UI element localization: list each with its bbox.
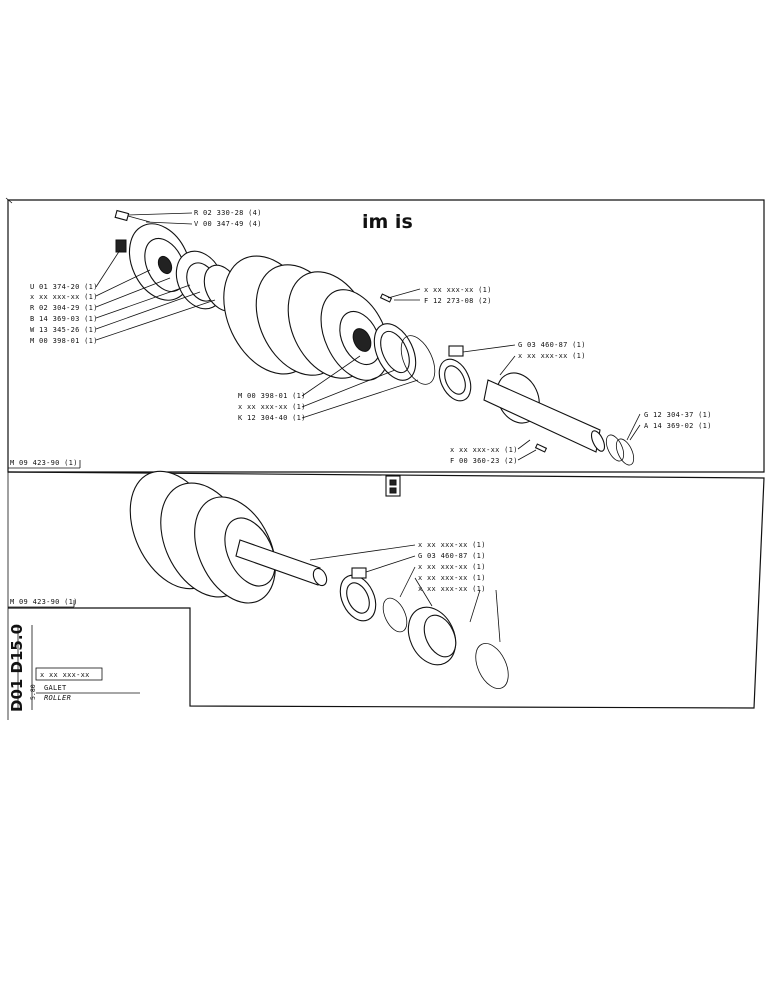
lower-assembly — [129, 470, 509, 689]
label-xx-h: x xx xxx-xx (1) — [418, 574, 486, 582]
lower-frame — [7, 471, 765, 709]
label-g12304: G 12 304-37 (1) — [644, 411, 712, 419]
label-u01374: U 01 374-20 (1) — [30, 283, 98, 291]
label-m00398-b: M 00 398-01 (1) — [238, 392, 306, 400]
label-b14369: B 14 369-03 (1) — [30, 315, 98, 323]
label-v00347: V 00 347-49 (4) — [194, 220, 262, 228]
title-part-number: x xx xxx-xx — [40, 671, 90, 679]
label-g03460-a: G 03 460-87 (1) — [518, 341, 586, 349]
lower-leaders — [309, 544, 501, 643]
label-m09423-a: M 09 423-90 (1) — [10, 459, 78, 467]
sheet-number: 5.80 — [29, 684, 37, 700]
label-f00360: F 00 360-23 (2) — [450, 457, 518, 465]
label-r02330: R 02 330-28 (4) — [194, 209, 262, 217]
title-fr: GALET — [44, 684, 67, 692]
label-xx-g: x xx xxx-xx (1) — [418, 563, 486, 571]
label-xx-b: x xx xxx-xx (1) — [424, 286, 492, 294]
label-xx-d: x xx xxx-xx (1) — [238, 403, 306, 411]
label-xx-c: x xx xxx-xx (1) — [518, 352, 586, 360]
label-xx-a: x xx xxx-xx (1) — [30, 293, 98, 301]
label-f12273: F 12 273-08 (2) — [424, 297, 492, 305]
upper-leaders — [95, 212, 641, 461]
title-en: ROLLER — [44, 694, 71, 702]
label-xx-f: x xx xxx-xx (1) — [418, 541, 486, 549]
label-xx-e: x xx xxx-xx (1) — [450, 446, 518, 454]
label-r02304: R 02 304-29 (1) — [30, 304, 98, 312]
label-m09423-b: M 09 423-90 (1) — [10, 598, 78, 606]
upper-assembly — [114, 209, 635, 466]
title-block: x xx xxx-xx GALET ROLLER D01 D15.0 5.80 — [8, 624, 140, 712]
label-g03460-b: G 03 460-87 (1) — [418, 552, 486, 560]
label-a14369: A 14 369-02 (1) — [644, 422, 712, 430]
label-k12304: K 12 304-40 (1) — [238, 414, 306, 422]
label-w13345: W 13 345-26 (1) — [30, 326, 98, 334]
assembly-symbol-top: im is — [362, 211, 413, 233]
label-m00398-a: M 00 398-01 (1) — [30, 337, 98, 345]
label-xx-i: x xx xxx-xx (1) — [418, 585, 486, 593]
doc-code: D01 D15.0 — [8, 624, 26, 712]
